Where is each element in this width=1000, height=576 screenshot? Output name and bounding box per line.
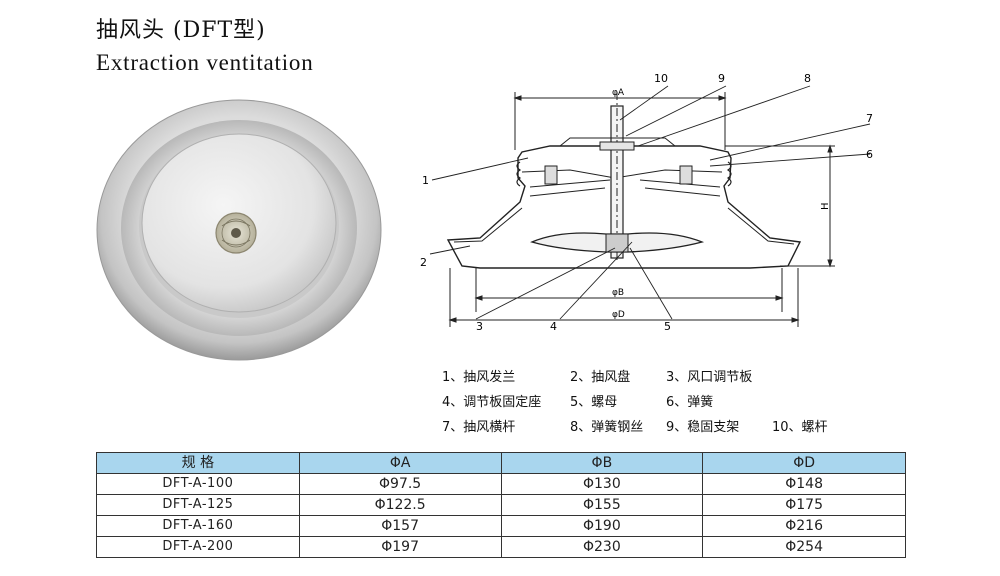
table-cell: DFT-A-100 bbox=[96, 473, 300, 495]
part-item: 5、螺母 bbox=[570, 395, 618, 410]
column-header: ΦA bbox=[298, 452, 502, 474]
callout-2: 2 bbox=[420, 256, 427, 269]
callout-7: 7 bbox=[866, 112, 873, 125]
callout-5: 5 bbox=[664, 320, 671, 333]
callout-3: 3 bbox=[476, 320, 483, 333]
table-cell: DFT-A-200 bbox=[96, 536, 300, 558]
table-cell: Φ130 bbox=[500, 473, 704, 495]
table-cell: Φ190 bbox=[500, 515, 704, 537]
callout-8: 8 bbox=[804, 72, 811, 85]
cross-section-diagram: 1 2 3 4 5 6 7 8 9 10 φA φB φD H bbox=[420, 72, 873, 333]
callout-6: 6 bbox=[866, 148, 873, 161]
table-cell: DFT-A-125 bbox=[96, 494, 300, 516]
dim-label-h: H bbox=[820, 202, 831, 210]
logo-icon bbox=[215, 212, 257, 254]
table-cell: Φ216 bbox=[702, 515, 906, 537]
part-item: 10、螺杆 bbox=[772, 420, 828, 435]
part-item: 7、抽风横杆 bbox=[442, 420, 516, 435]
dim-label-d: φD bbox=[612, 310, 625, 320]
table-cell: DFT-A-160 bbox=[96, 515, 300, 537]
table-cell: Φ197 bbox=[298, 536, 502, 558]
part-item: 2、抽风盘 bbox=[570, 370, 631, 385]
product-photo bbox=[96, 99, 382, 361]
column-header: 规 格 bbox=[96, 452, 300, 474]
table-cell: Φ175 bbox=[702, 494, 906, 516]
table-row: DFT-A-160 Φ157 Φ190 Φ216 bbox=[96, 515, 906, 537]
table-cell: Φ122.5 bbox=[298, 494, 502, 516]
part-item: 1、抽风发兰 bbox=[442, 370, 516, 385]
table-header-row: 规 格 ΦA ΦB ΦD bbox=[96, 452, 906, 474]
part-item: 4、调节板固定座 bbox=[442, 395, 542, 410]
column-header: ΦB bbox=[500, 452, 704, 474]
part-item: 6、弹簧 bbox=[666, 395, 714, 410]
table-cell: Φ148 bbox=[702, 473, 906, 495]
callout-10: 10 bbox=[654, 72, 668, 85]
part-item: 8、弹簧钢丝 bbox=[570, 420, 644, 435]
part-item: 3、风口调节板 bbox=[666, 370, 753, 385]
table-cell: Φ97.5 bbox=[298, 473, 502, 495]
callout-9: 9 bbox=[718, 72, 725, 85]
table-row: DFT-A-200 Φ197 Φ230 Φ254 bbox=[96, 536, 906, 558]
dim-label-b: φB bbox=[612, 288, 624, 298]
callout-4: 4 bbox=[550, 320, 557, 333]
spec-table: 规 格 ΦA ΦB ΦD DFT-A-100 Φ97.5 Φ130 Φ148 D… bbox=[96, 452, 906, 558]
page-title-cn: 抽风头 (DFT型) bbox=[96, 18, 266, 43]
table-row: DFT-A-125 Φ122.5 Φ155 Φ175 bbox=[96, 494, 906, 516]
table-cell: Φ155 bbox=[500, 494, 704, 516]
column-header: ΦD bbox=[702, 452, 906, 474]
table-cell: Φ157 bbox=[298, 515, 502, 537]
table-cell: Φ230 bbox=[500, 536, 704, 558]
part-item: 9、稳固支架 bbox=[666, 420, 740, 435]
table-cell: Φ254 bbox=[702, 536, 906, 558]
page-title-en: Extraction ventitation bbox=[96, 50, 314, 75]
table-row: DFT-A-100 Φ97.5 Φ130 Φ148 bbox=[96, 473, 906, 495]
callout-1: 1 bbox=[422, 174, 429, 187]
dim-label-a: φA bbox=[612, 88, 625, 98]
